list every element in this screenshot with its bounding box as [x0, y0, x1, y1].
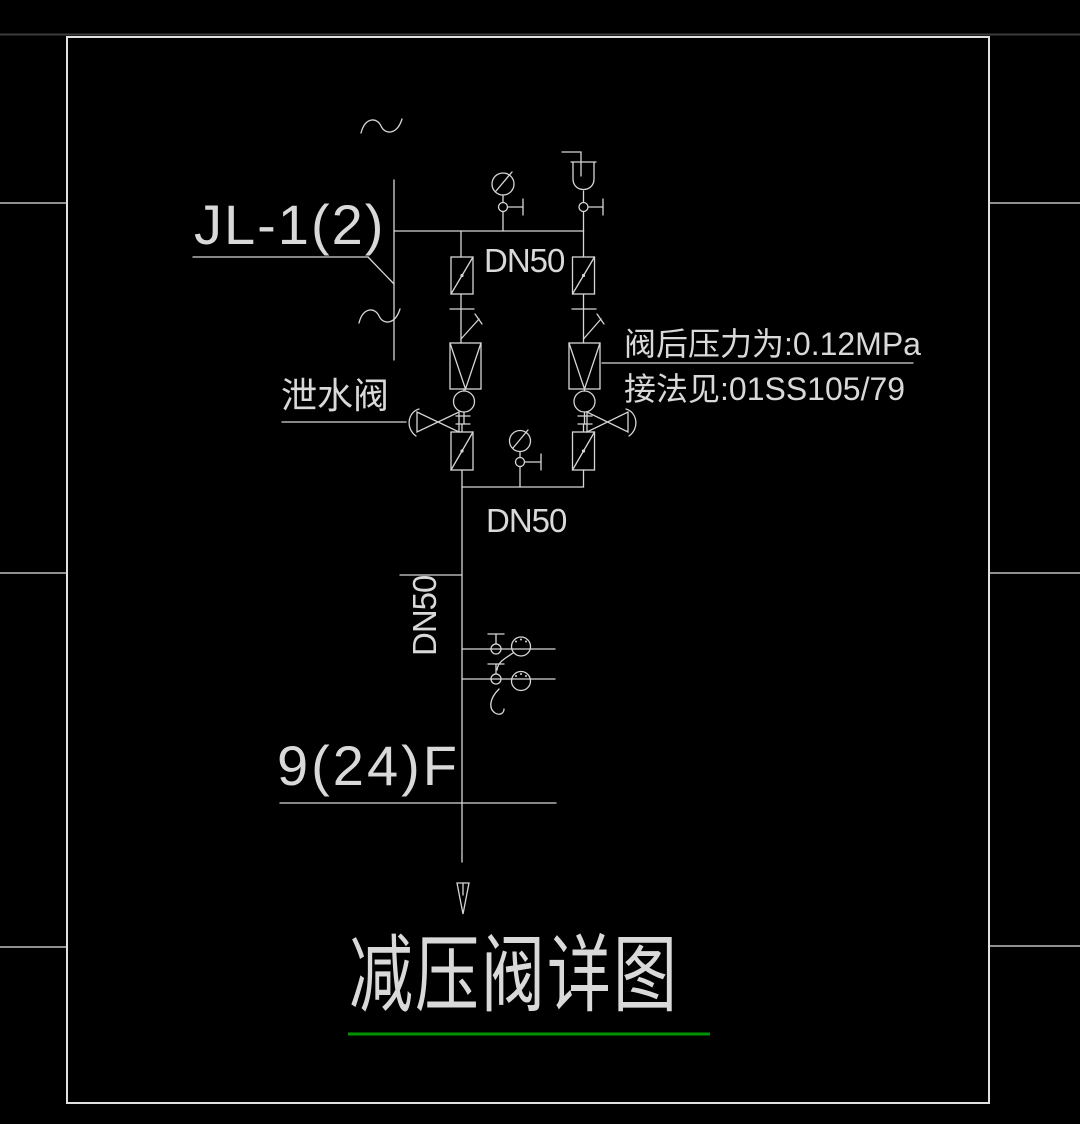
drain-valve-left	[281, 408, 460, 437]
note-pressure: 阀后压力为:0.12MPa	[624, 326, 921, 362]
y-strainer-left	[449, 308, 483, 340]
schematic-linework	[192, 118, 914, 915]
drain-valve-label: 泄水阀	[281, 375, 390, 416]
test-cock-stub-2	[461, 663, 556, 692]
pressure-gauge-top	[491, 171, 524, 232]
drain-valve-right	[586, 408, 637, 437]
pipe-size-label-vertical: DN50	[406, 575, 443, 656]
pipe-break-bottom	[358, 308, 401, 324]
adjacent-frame-ticks	[0, 202, 1080, 948]
y-strainer-right	[571, 308, 605, 340]
note-reference: 接法见:01SS105/79	[624, 371, 906, 407]
drawing-title: 减压阀详图	[349, 927, 679, 1023]
pressure-gauge-bottom	[508, 429, 542, 488]
riser-label-leader	[367, 256, 395, 285]
pipe-break-top	[360, 118, 403, 134]
pressure-reducing-valve-right	[568, 342, 601, 433]
pressure-reducing-valve-left	[449, 342, 482, 433]
hose-curve-1	[496, 652, 514, 671]
riser-label: JL-1(2)	[194, 193, 386, 256]
flow-arrow-down	[456, 882, 470, 915]
pipe-size-label-mid: DN50	[486, 502, 567, 539]
hose-curve-2	[490, 688, 505, 715]
test-cock-stub-1	[461, 633, 556, 657]
valve-centre-dots	[460, 273, 586, 677]
floor-label: 9(24)F	[277, 734, 460, 797]
drawing-frame	[66, 36, 990, 1104]
pipe-size-label-top: DN50	[484, 242, 565, 279]
auto-air-vent	[561, 151, 604, 232]
